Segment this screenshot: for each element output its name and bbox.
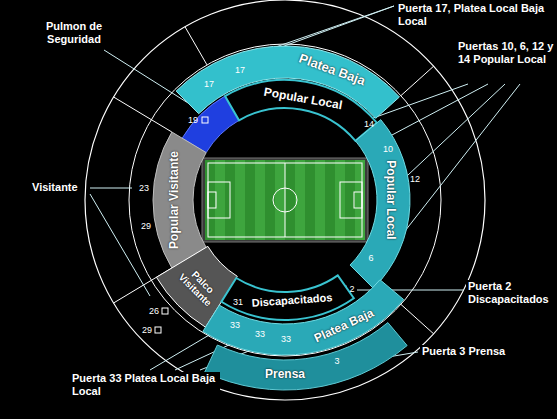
section-divider (185, 27, 207, 65)
gate-number: 29 (141, 221, 151, 231)
gate-marker (162, 308, 168, 314)
pitch (205, 160, 365, 240)
gate-number: 23 (139, 183, 149, 193)
gate-number: 17 (204, 79, 214, 89)
gate-number: 6 (368, 253, 373, 263)
leader-line (408, 84, 505, 175)
gate-number: 10 (383, 144, 393, 154)
callout-label: Puerta 33 Platea Local Baja Local (70, 372, 220, 398)
field-frame (202, 158, 368, 242)
gate-number: 12 (410, 174, 420, 184)
section-shape (347, 116, 413, 292)
inner-ring (129, 44, 441, 356)
section-divider (401, 66, 434, 95)
section-fill (221, 275, 353, 320)
section-name: Popular Local (383, 160, 396, 239)
callout-label: Pulmon de Seguridad (40, 20, 108, 46)
section-divider (401, 304, 434, 333)
gate-number: 19 (188, 115, 198, 125)
gate-number: 17 (235, 65, 245, 75)
gate-marker (155, 327, 161, 333)
leader-line (90, 194, 150, 296)
gate-number: 29 (142, 325, 152, 335)
leader-line (90, 188, 132, 189)
stand-section: Prensa (201, 319, 411, 393)
callout-label: Puerta 17, Platea Local Baja Local (396, 2, 550, 28)
leader-line (392, 84, 488, 135)
leader-line (104, 50, 196, 108)
pitch-lines (208, 163, 362, 237)
section-name: Prensa (265, 368, 305, 381)
gate-marker (202, 117, 208, 123)
section-fill (350, 120, 410, 289)
stand-section: Popular Visitante (150, 129, 210, 271)
section-fill (153, 132, 206, 268)
gate-number: 2 (349, 284, 354, 294)
section-fill (205, 323, 407, 390)
callout-label: Visitante (30, 181, 80, 194)
section-shape (201, 319, 411, 393)
outer-ring (85, 0, 485, 400)
gate-number: 26 (149, 306, 159, 316)
section-shape (222, 77, 380, 144)
callout-label: Puerta 2 Discapacitados (466, 280, 556, 306)
gate-number: 33 (230, 320, 240, 330)
gate-number: 31 (233, 297, 243, 307)
stand-section: Popular Local (222, 77, 380, 144)
stand-section: Popular Local (347, 116, 413, 292)
section-divider (114, 97, 172, 132)
gate-number: 33 (255, 329, 265, 339)
callout-label: Puerta 3 Prensa (420, 345, 507, 358)
section-fill (225, 80, 377, 141)
section-name: Popular Visitante (168, 151, 181, 249)
gate-number: 33 (281, 334, 291, 344)
callout-label: Puertas 10, 6, 12 y 14 Popular Local (456, 40, 556, 66)
gate-number: 14 (364, 119, 374, 129)
gate-number: 3 (334, 356, 339, 366)
